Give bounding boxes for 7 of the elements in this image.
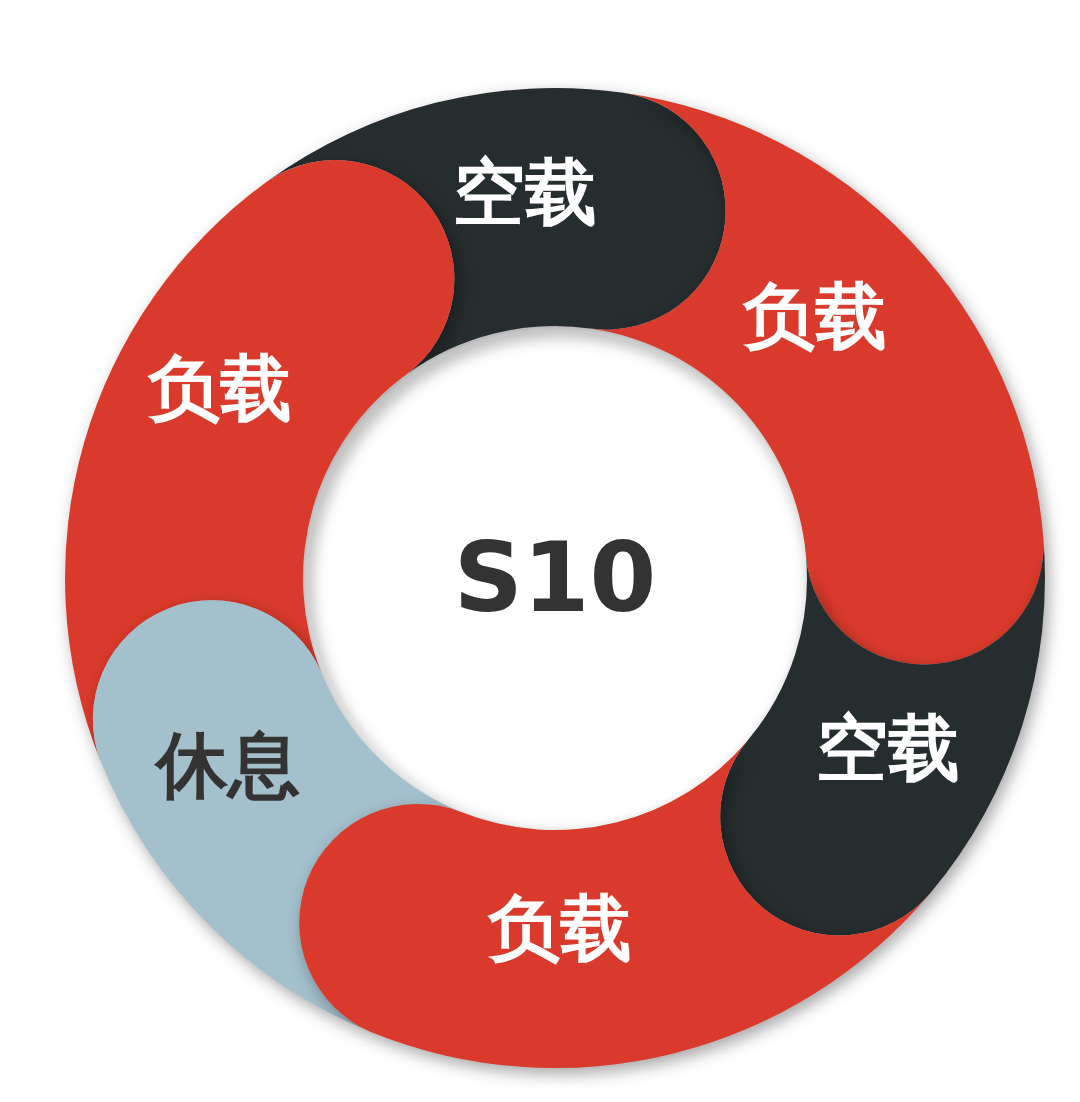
segment-label: 空载 bbox=[816, 712, 960, 784]
segment-label: 负载 bbox=[148, 352, 292, 424]
segment-label: 空载 bbox=[453, 156, 597, 228]
segment-label: 负载 bbox=[743, 280, 887, 352]
segment-label: 休息 bbox=[156, 729, 300, 801]
segment-label: 负载 bbox=[488, 892, 632, 964]
center-label: S10 bbox=[453, 530, 657, 626]
